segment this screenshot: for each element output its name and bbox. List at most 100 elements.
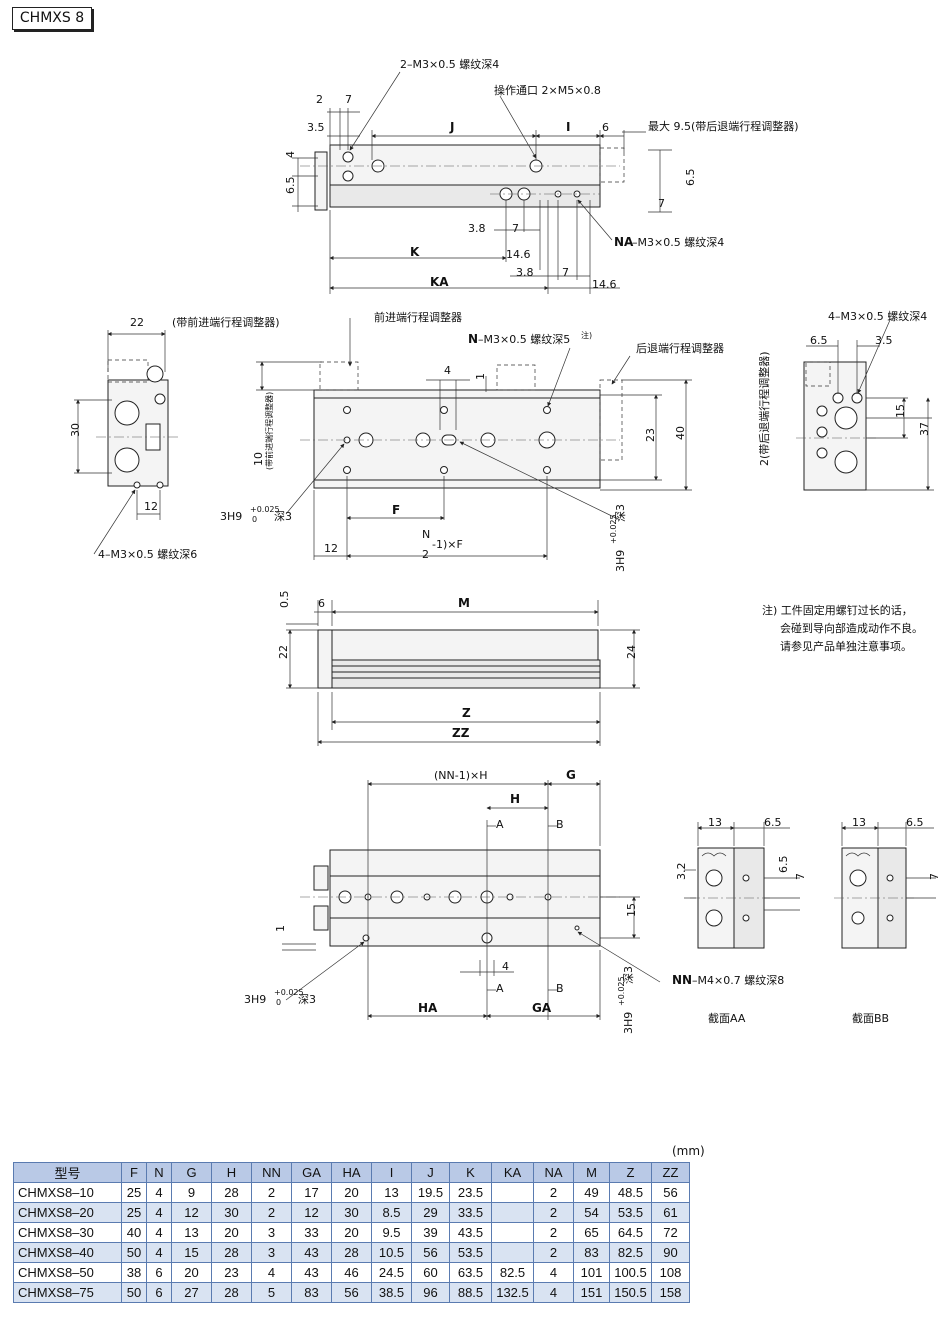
spec-table: 型号 F N G H NN GA HA I J K KA NA M Z ZZ C… — [13, 1162, 690, 1303]
value-cell: 56 — [331, 1282, 372, 1303]
value-cell: 61 — [651, 1202, 690, 1223]
value-cell: 50 — [121, 1242, 147, 1263]
svg-text:6.5: 6.5 — [777, 856, 790, 874]
svg-text:B: B — [556, 982, 564, 995]
svg-text:3.2: 3.2 — [675, 863, 688, 881]
top-tap-label: 2–M3×0.5 螺纹深4 — [400, 57, 499, 71]
value-cell: 5 — [251, 1282, 292, 1303]
svg-text:6: 6 — [602, 121, 609, 134]
front-adj-paren-label: (带前进端行程调整器) — [172, 315, 280, 329]
section-bb-label: 截面BB — [852, 1011, 889, 1025]
value-cell: 12 — [291, 1202, 332, 1223]
svg-text:+0.025: +0.025 — [609, 514, 618, 544]
value-cell: 13 — [371, 1182, 412, 1203]
svg-text:6.5: 6.5 — [906, 816, 924, 829]
value-cell: 6 — [146, 1262, 172, 1283]
svg-text:N: N — [468, 332, 478, 346]
dim-G: G — [566, 768, 576, 782]
svg-text:40: 40 — [674, 426, 687, 440]
dim-H: H — [510, 792, 520, 806]
right-end-view: 4–M3×0.5 螺纹深4 6.5 3.5 15 37 — [796, 309, 934, 491]
value-cell: 20 — [331, 1182, 372, 1203]
top-view: 2–M3×0.5 螺纹深4 操作通口 2×M5×0.8 最大 9.5(带后退端行… — [284, 57, 799, 294]
value-cell: 43.5 — [449, 1222, 492, 1243]
svg-text:(NN-1)×H: (NN-1)×H — [434, 769, 488, 782]
col-header: GA — [291, 1162, 332, 1183]
value-cell: 2 — [533, 1182, 574, 1203]
value-cell: 64.5 — [609, 1222, 652, 1243]
col-header: K — [449, 1162, 492, 1183]
svg-text:A: A — [496, 818, 504, 831]
value-cell: 4 — [146, 1182, 172, 1203]
col-header: H — [211, 1162, 252, 1183]
svg-text:7: 7 — [794, 873, 807, 880]
right-tap-label: 4–M3×0.5 螺纹深4 — [828, 309, 927, 323]
value-cell: 24.5 — [371, 1262, 412, 1283]
value-cell: 15 — [171, 1242, 212, 1263]
svg-text:B: B — [556, 818, 564, 831]
na-tap-label: –M3×0.5 螺纹深4 — [632, 235, 724, 249]
svg-text:3H9: 3H9 — [622, 1012, 635, 1034]
svg-text:1: 1 — [474, 373, 487, 380]
top-view-table — [329, 144, 601, 186]
value-cell: 3 — [251, 1222, 292, 1243]
svg-text:NN: NN — [672, 973, 692, 987]
col-header: HA — [331, 1162, 372, 1183]
value-cell: 63.5 — [449, 1262, 492, 1283]
svg-text:12: 12 — [144, 500, 158, 513]
svg-text:7: 7 — [928, 873, 941, 880]
svg-text:深3: 深3 — [298, 993, 316, 1006]
dim-ZZ: ZZ — [452, 726, 470, 740]
left-end-view: 22 (带前进端行程调整器) 30 12 4–M3×0.5 螺纹深6 — [69, 315, 280, 561]
dim-Z: Z — [462, 706, 471, 720]
value-cell: 72 — [651, 1222, 690, 1243]
svg-text:深3: 深3 — [274, 510, 292, 523]
svg-text:13: 13 — [852, 816, 866, 829]
plan-view: 前进端行程调整器 N –M3×0.5 螺纹深5 注) 后退端行程调整器 4 1 … — [220, 310, 771, 572]
svg-text:深3: 深3 — [614, 504, 627, 522]
value-cell: 38.5 — [371, 1282, 412, 1303]
top-view-body — [329, 184, 601, 208]
section-bb: 13 6.5 7 截面BB — [834, 816, 941, 1025]
nn-tap-label: –M4×0.7 螺纹深8 — [692, 973, 784, 987]
model-cell: CHMXS8–20 — [13, 1202, 122, 1223]
value-cell: 53.5 — [609, 1202, 652, 1223]
bottom-view: (NN-1)×H G H A B A B 4 1 15 HA GA 3H9 +0… — [244, 768, 784, 1034]
value-cell: 2 — [533, 1222, 574, 1243]
value-cell: 50 — [121, 1282, 147, 1303]
value-cell: 54 — [573, 1202, 610, 1223]
svg-text:3H9: 3H9 — [614, 550, 627, 572]
max-rear-label: 最大 9.5(带后退端行程调整器) — [648, 119, 799, 133]
dim-F: F — [392, 503, 400, 517]
value-cell: 83 — [291, 1282, 332, 1303]
value-cell: 10.5 — [371, 1242, 412, 1263]
svg-text:0: 0 — [276, 998, 281, 1007]
side-view: 0.5 6 M 22 24 Z ZZ — [277, 591, 640, 746]
col-header: I — [371, 1162, 412, 1183]
svg-text:2: 2 — [316, 93, 323, 106]
value-cell — [491, 1222, 534, 1243]
col-header: NN — [251, 1162, 292, 1183]
value-cell: 30 — [211, 1202, 252, 1223]
value-cell: 46 — [331, 1262, 372, 1283]
svg-text:24: 24 — [625, 645, 638, 659]
svg-text:深3: 深3 — [622, 966, 635, 984]
value-cell: 3 — [251, 1242, 292, 1263]
svg-text:7: 7 — [512, 222, 519, 235]
top-view-rear-adjuster — [599, 147, 625, 183]
value-cell: 43 — [291, 1242, 332, 1263]
value-cell: 9 — [171, 1182, 212, 1203]
svg-text:15: 15 — [894, 404, 907, 418]
value-cell: 151 — [573, 1282, 610, 1303]
svg-text:2(带后退端行程调整器): 2(带后退端行程调整器) — [757, 351, 771, 466]
value-cell: 83 — [573, 1242, 610, 1263]
value-cell: 9.5 — [371, 1222, 412, 1243]
svg-text:3H9: 3H9 — [244, 993, 266, 1006]
value-cell: 4 — [146, 1202, 172, 1223]
note-line-1: 注) 工件固定用螺钉过长的话， — [762, 603, 913, 617]
svg-text:30: 30 — [69, 423, 82, 437]
value-cell: 4 — [533, 1282, 574, 1303]
